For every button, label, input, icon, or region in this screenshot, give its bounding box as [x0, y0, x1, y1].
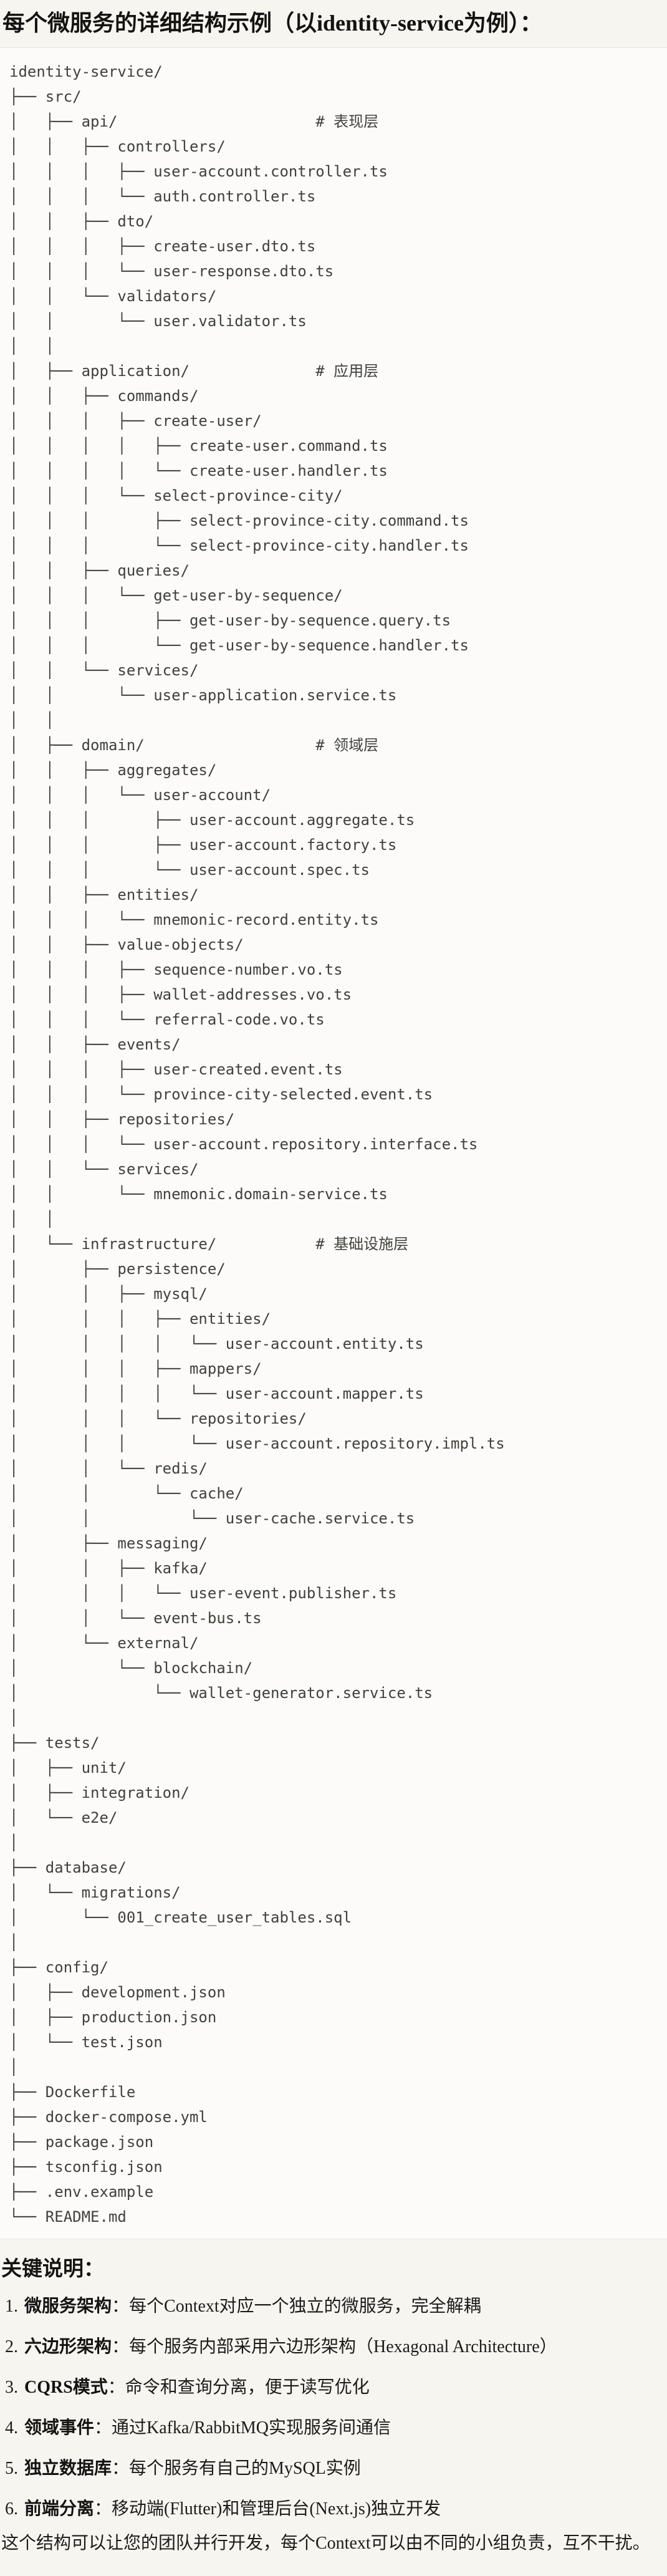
- directory-tree-code-block: identity-service/ ├── src/ │ ├── api/ # …: [0, 47, 667, 2239]
- list-item: 5. 独立数据库：每个服务有自己的MySQL实例: [5, 2456, 667, 2481]
- list-item: 3. CQRS模式：命令和查询分离，便于读写优化: [5, 2375, 667, 2400]
- list-item-number: 5.: [5, 2459, 18, 2478]
- list-item-term: CQRS模式: [24, 2378, 108, 2397]
- list-item-number: 6.: [5, 2499, 18, 2519]
- list-item: 1. 微服务架构：每个Context对应一个独立的微服务，完全解耦: [5, 2294, 667, 2319]
- list-item-term: 领域事件: [24, 2418, 95, 2438]
- list-item: 4. 领域事件：通过Kafka/RabbitMQ实现服务间通信: [5, 2416, 667, 2441]
- notes-footer: 这个结构可以让您的团队并行开发，每个Context可以由不同的小组负责，互不干扰…: [1, 2534, 650, 2553]
- list-item-number: 2.: [5, 2337, 18, 2357]
- list-item-text: ：通过Kafka/RabbitMQ实现服务间通信: [94, 2418, 391, 2438]
- list-item-term: 六边形架构: [24, 2337, 112, 2357]
- list-item-number: 3.: [5, 2378, 18, 2397]
- list-item-text: ：每个服务内部采用六边形架构（Hexagonal Architecture）: [112, 2337, 557, 2357]
- page-title: 每个微服务的详细结构示例（以identity-service为例）：: [2, 11, 542, 36]
- list-item-number: 4.: [5, 2418, 18, 2438]
- notes-heading: 关键说明：: [1, 2258, 104, 2280]
- list-item-text: ：移动端(Flutter)和管理后台(Next.js)独立开发: [94, 2499, 441, 2519]
- list-item-term: 前端分离: [24, 2499, 95, 2519]
- list-item-number: 1.: [5, 2297, 18, 2316]
- list-item: 2. 六边形架构：每个服务内部采用六边形架构（Hexagonal Architec…: [5, 2335, 667, 2360]
- list-item-term: 微服务架构: [24, 2297, 112, 2316]
- list-item: 6. 前端分离：移动端(Flutter)和管理后台(Next.js)独立开发: [5, 2497, 667, 2522]
- notes-section: 关键说明： 1. 微服务架构：每个Context对应一个独立的微服务，完全解耦 2…: [0, 2255, 667, 2556]
- list-item-term: 独立数据库: [24, 2459, 112, 2478]
- list-item-text: ：每个服务有自己的MySQL实例: [112, 2459, 361, 2478]
- list-item-text: ：每个Context对应一个独立的微服务，完全解耦: [112, 2297, 481, 2316]
- document-page: 每个微服务的详细结构示例（以identity-service为例）： ident…: [0, 9, 667, 2556]
- list-item-text: ：命令和查询分离，便于读写优化: [107, 2378, 370, 2397]
